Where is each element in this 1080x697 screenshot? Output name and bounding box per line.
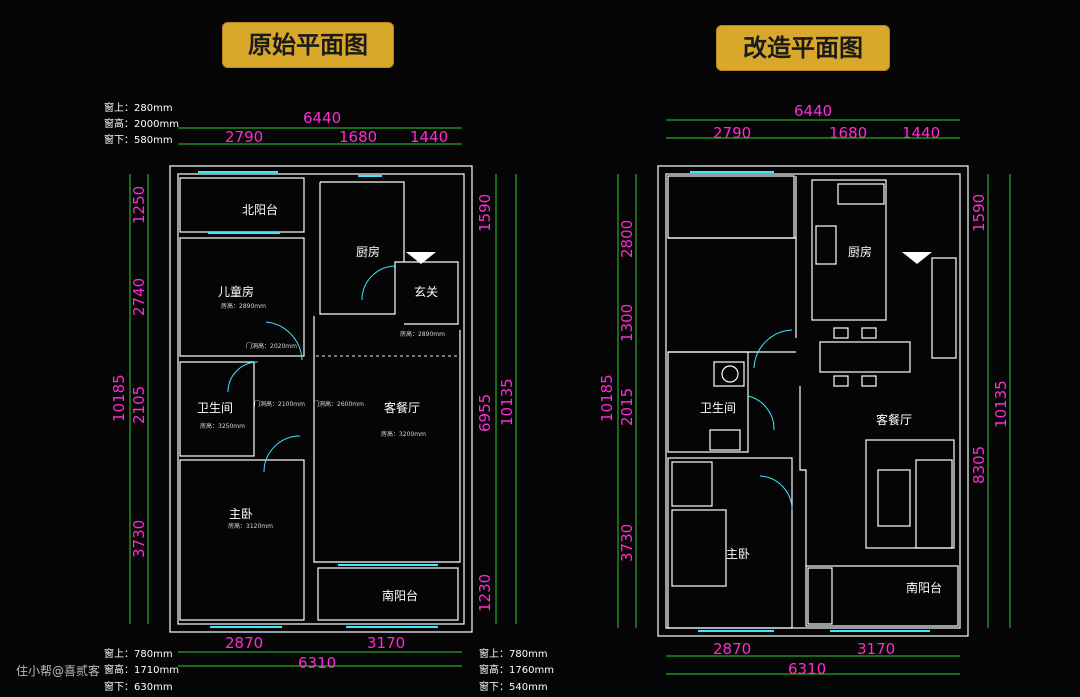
reno-top-b: 1680 (829, 124, 867, 142)
orig-bottom-total: 6310 (298, 654, 336, 672)
orig-note-living-height: 房高：3200mm (381, 430, 426, 438)
orig-note-entrance-height: 房高：2890mm (400, 330, 445, 338)
original-windows (198, 171, 438, 628)
reno-left-d: 3730 (618, 524, 636, 562)
win-top-l1: 窗上：280mm (104, 101, 173, 114)
reno-room-kitchen: 厨房 (848, 244, 872, 259)
orig-top-c: 1440 (410, 128, 448, 146)
reno-right-a: 1590 (970, 194, 988, 232)
reno-top-c: 1440 (902, 124, 940, 142)
renovated-windows (690, 171, 930, 632)
orig-room-north-balcony: 北阳台 (242, 202, 278, 217)
reno-left-b: 1300 (618, 304, 636, 342)
reno-room-bathroom: 卫生间 (700, 401, 736, 415)
reno-left-a: 2800 (618, 220, 636, 258)
renovated-plan-title: 改造平面图 (716, 25, 890, 71)
orig-room-kids: 儿童房 (218, 284, 254, 299)
renovated-entrance-marker (902, 252, 932, 264)
reno-right-b: 8305 (970, 446, 988, 484)
orig-room-south-balcony: 南阳台 (382, 588, 418, 603)
original-doors (227, 265, 397, 473)
renovated-dim-lines (617, 119, 1011, 675)
original-dim-lines (129, 127, 517, 667)
orig-note-kids-height: 房高：2890mm (221, 302, 266, 310)
orig-bottom-a: 2870 (225, 634, 263, 652)
orig-note-bath-height: 房高：3250mm (200, 422, 245, 430)
reno-right-total: 10135 (992, 380, 1010, 428)
reno-room-living: 客餐厅 (876, 412, 912, 427)
win-br-l1: 窗上：780mm (479, 647, 548, 660)
reno-top-total: 6440 (794, 102, 832, 120)
orig-note-door3: 门洞高：2600mm (313, 400, 364, 408)
reno-bottom-total: 6310 (788, 660, 826, 678)
renovated-doors (747, 329, 793, 511)
orig-left-b: 2740 (130, 278, 148, 316)
orig-room-master: 主卧 (229, 507, 253, 521)
orig-top-b: 1680 (339, 128, 377, 146)
entrance-marker (406, 252, 436, 264)
orig-note-door1: 门洞高：2020mm (246, 342, 297, 350)
win-br-l2: 窗高：1760mm (479, 663, 554, 676)
orig-left-total: 10185 (110, 374, 128, 422)
orig-room-bathroom: 卫生间 (197, 401, 233, 415)
reno-left-total: 10185 (598, 374, 616, 422)
orig-right-a: 1590 (476, 194, 494, 232)
win-top-l3: 窗下：580mm (104, 133, 173, 146)
orig-top-total: 6440 (303, 109, 341, 127)
win-bl-l3: 窗下：630mm (104, 680, 173, 693)
orig-bottom-b: 3170 (367, 634, 405, 652)
orig-note-master-height: 房高：3120mm (228, 522, 273, 530)
reno-room-south-balcony: 南阳台 (906, 580, 942, 595)
reno-top-a: 2790 (713, 124, 751, 142)
orig-room-entrance: 玄关 (414, 284, 438, 299)
reno-left-c: 2015 (618, 388, 636, 426)
reno-bottom-a: 2870 (713, 640, 751, 658)
orig-left-d: 3730 (130, 520, 148, 558)
orig-room-kitchen: 厨房 (356, 244, 380, 259)
win-bl-l1: 窗上：780mm (104, 647, 173, 660)
orig-note-door2: 门洞高：2100mm (254, 400, 305, 408)
win-br-l3: 窗下：540mm (479, 680, 548, 693)
original-plan-title: 原始平面图 (222, 22, 394, 68)
reno-bottom-b: 3170 (857, 640, 895, 658)
original-plan (169, 165, 473, 633)
reno-room-master: 主卧 (726, 547, 750, 561)
orig-right-total: 10135 (498, 378, 516, 426)
watermark: 住小帮@喜贰客 (16, 663, 100, 678)
win-bl-l2: 窗高：1710mm (104, 663, 179, 676)
orig-right-b: 6955 (476, 394, 494, 432)
orig-left-c: 2105 (130, 386, 148, 424)
orig-right-c: 1230 (476, 574, 494, 612)
orig-top-a: 2790 (225, 128, 263, 146)
orig-left-a: 1250 (130, 186, 148, 224)
orig-room-living: 客餐厅 (384, 400, 420, 415)
renovated-plan (657, 165, 969, 637)
win-top-l2: 窗高：2000mm (104, 117, 179, 130)
